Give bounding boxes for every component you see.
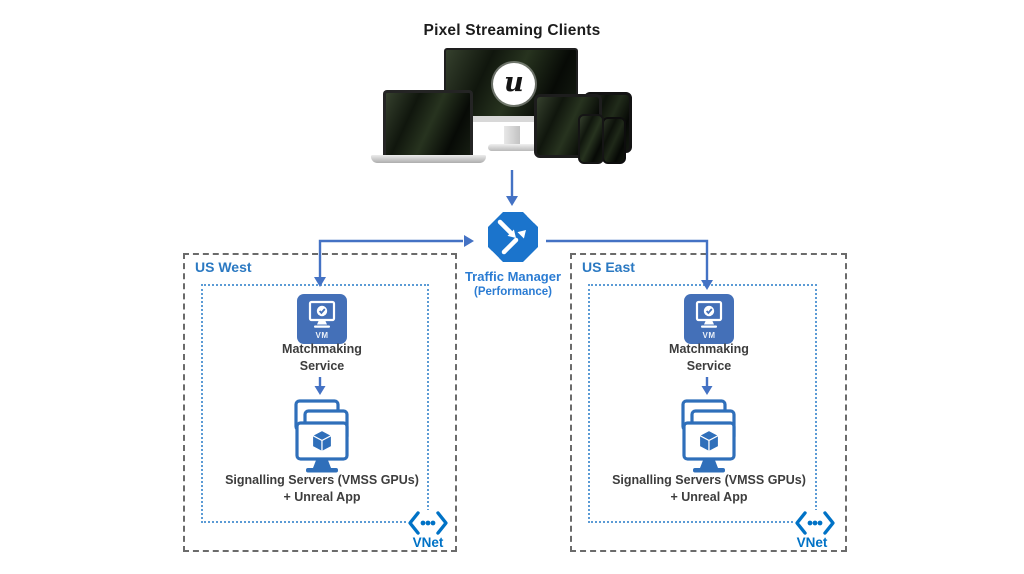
laptop-base bbox=[371, 155, 486, 163]
region-us-west: US West VM Matchmaking Service Sig bbox=[183, 253, 457, 552]
vnet-label: VNet bbox=[796, 535, 828, 550]
monitor-stand bbox=[504, 126, 520, 145]
signalling-servers-label: Signalling Servers (VMSS GPUs) + Unreal … bbox=[225, 473, 419, 504]
matchmaking-service-label: Matchmaking Service bbox=[282, 342, 362, 373]
vm-badge: VM bbox=[703, 331, 716, 340]
vnet-icon bbox=[406, 510, 450, 536]
vm-icon: VM bbox=[684, 294, 734, 344]
phone-front bbox=[578, 114, 604, 164]
unreal-engine-logo-icon: u bbox=[493, 63, 535, 105]
phone-back bbox=[602, 117, 626, 164]
signalling-servers-label: Signalling Servers (VMSS GPUs) + Unreal … bbox=[612, 473, 806, 504]
region-name-us-west: US West bbox=[195, 259, 252, 275]
matchmaking-service-label: Matchmaking Service bbox=[669, 342, 749, 373]
unreal-logo-glyph: u bbox=[504, 67, 524, 98]
traffic-manager-label: Traffic Manager bbox=[464, 269, 562, 284]
vmss-icon bbox=[681, 399, 736, 473]
vnet-icon bbox=[793, 510, 837, 536]
region-name-us-east: US East bbox=[582, 259, 635, 275]
diagram-title: Pixel Streaming Clients bbox=[423, 22, 601, 39]
vm-icon: VM bbox=[297, 294, 347, 344]
traffic-manager-icon bbox=[488, 212, 538, 262]
monitor-base bbox=[488, 144, 536, 151]
vm-badge: VM bbox=[316, 331, 329, 340]
vnet-label: VNet bbox=[412, 535, 444, 550]
vmss-icon bbox=[294, 399, 349, 473]
traffic-manager-sublabel: (Performance) bbox=[474, 286, 552, 298]
laptop bbox=[383, 90, 473, 156]
region-us-east: US East VM Matchmaking Service Sig bbox=[570, 253, 847, 552]
